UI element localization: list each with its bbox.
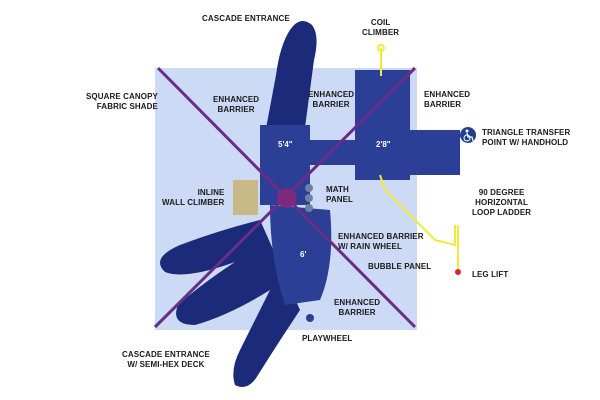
math-panel-ball bbox=[305, 184, 313, 192]
label-deck-left: 5'4" bbox=[278, 140, 293, 149]
wheelchair-icon bbox=[460, 127, 476, 143]
label-coil-climber: COIL CLIMBER bbox=[362, 18, 400, 37]
label-playwheel: PLAYWHEEL bbox=[302, 334, 353, 343]
loop-ladder bbox=[379, 174, 456, 247]
label-bubble-panel: BUBBLE PANEL bbox=[368, 262, 432, 271]
leg-lift-cap bbox=[455, 269, 461, 275]
cascade-slide-bottom bbox=[160, 220, 300, 388]
label-inline-wall-climber: INLINE WALL CLIMBER bbox=[162, 188, 225, 207]
label-deck-bottom: 6' bbox=[300, 250, 307, 259]
label-enhanced-barrier-left: ENHANCED BARRIER bbox=[213, 95, 260, 114]
label-enhanced-barrier-right: ENHANCED BARRIER bbox=[424, 90, 471, 109]
label-loop-ladder: 90 DEGREE HORIZONTAL LOOP LADDER bbox=[472, 188, 532, 217]
canopy-hub bbox=[277, 188, 297, 208]
math-panel-ball bbox=[305, 204, 313, 212]
coil-climber-ring bbox=[377, 44, 385, 52]
label-math-panel: MATH PANEL bbox=[326, 185, 354, 204]
label-enhanced-barrier-bottom: ENHANCED BARRIER bbox=[334, 298, 381, 317]
label-cascade-entrance-bottom: CASCADE ENTRANCE W/ SEMI-HEX DECK bbox=[122, 350, 210, 369]
deck-right bbox=[355, 70, 410, 180]
playwheel bbox=[306, 314, 314, 322]
deck-bottom bbox=[270, 205, 332, 305]
label-leg-lift: LEG LIFT bbox=[472, 270, 509, 279]
label-enhanced-barrier-mid: ENHANCED BARRIER bbox=[308, 90, 355, 109]
cascade-slide-top bbox=[262, 21, 317, 150]
math-panel-ball bbox=[305, 194, 313, 202]
transfer-point bbox=[405, 130, 460, 175]
label-triangle-transfer: TRIANGLE TRANSFER POINT W/ HANDHOLD bbox=[482, 128, 571, 147]
label-square-canopy: SQUARE CANOPY FABRIC SHADE bbox=[86, 92, 158, 111]
inline-wall-climber bbox=[233, 180, 258, 215]
label-cascade-entrance-top: CASCADE ENTRANCE bbox=[202, 14, 290, 23]
label-deck-right: 2'8" bbox=[376, 140, 391, 149]
label-rain-wheel: ENHANCED BARRIER W/ RAIN WHEEL bbox=[338, 232, 424, 251]
